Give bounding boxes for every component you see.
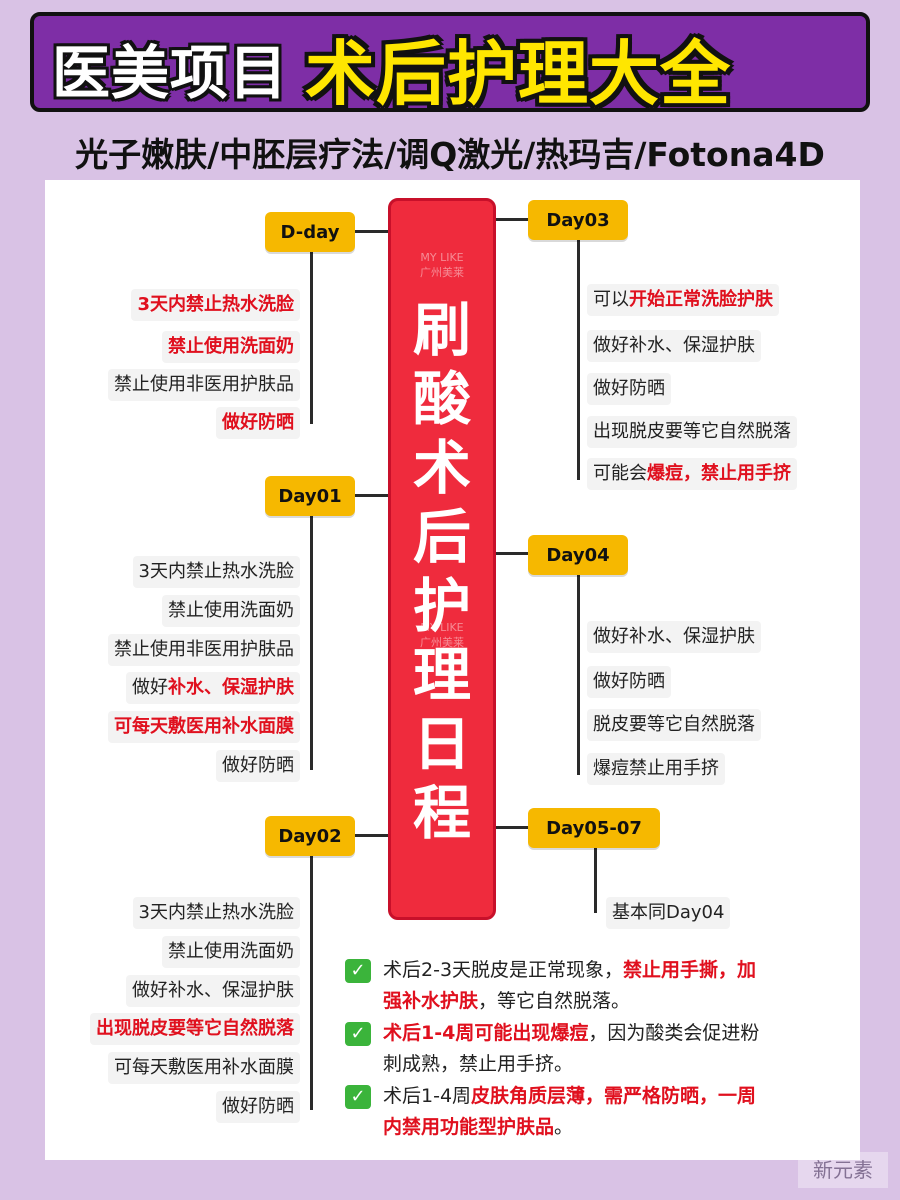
list-item: 出现脱皮要等它自然脱落 bbox=[90, 1013, 300, 1045]
list-item: 可以开始正常洗脸护肤 bbox=[587, 284, 779, 316]
list-item: 可每天敷医用补水面膜 bbox=[108, 1052, 300, 1084]
list-item: 禁止使用非医用护肤品 bbox=[108, 634, 300, 666]
list-item: 3天内禁止热水洗脸 bbox=[132, 556, 300, 588]
list-item: 做好防晒 bbox=[216, 1091, 300, 1123]
tag-day0507: Day05-07 bbox=[528, 808, 660, 848]
list-item: 出现脱皮要等它自然脱落 bbox=[587, 416, 797, 448]
tag-day02: Day02 bbox=[265, 816, 355, 856]
title-banner bbox=[30, 12, 870, 112]
watermark-top: MY LIKE 广州美莱 bbox=[420, 251, 464, 279]
note-item: ✓ 术后2-3天脱皮是正常现象，禁止用手撕，加 强补水护肤，等它自然脱落。 bbox=[345, 955, 845, 1018]
list-item: 做好补水、保湿护肤 bbox=[587, 330, 761, 362]
list-item: 可每天敷医用补水面膜 bbox=[108, 711, 300, 743]
subtitle: 光子嫩肤/中胚层疗法/调Q激光/热玛吉/Fotona4D bbox=[75, 135, 825, 174]
list-item: 3天内禁止热水洗脸 bbox=[132, 897, 300, 929]
list-item: 脱皮要等它自然脱落 bbox=[587, 709, 761, 741]
connector-day02 bbox=[355, 834, 388, 837]
notes-section: ✓ 术后2-3天脱皮是正常现象，禁止用手撕，加 强补水护肤，等它自然脱落。 ✓ … bbox=[345, 955, 845, 1144]
trunk-dday bbox=[310, 252, 313, 424]
tag-dday: D-day bbox=[265, 212, 355, 252]
trunk-day0507 bbox=[594, 848, 597, 913]
list-item: 做好补水、保湿护肤 bbox=[587, 621, 761, 653]
list-item: 做好防晒 bbox=[216, 407, 300, 439]
list-item: 禁止使用洗面奶 bbox=[162, 936, 300, 968]
connector-day01 bbox=[355, 494, 388, 497]
list-item: 做好防晒 bbox=[587, 373, 671, 405]
tag-day04: Day04 bbox=[528, 535, 628, 575]
list-item: 爆痘禁止用手挤 bbox=[587, 753, 725, 785]
tag-day03: Day03 bbox=[528, 200, 628, 240]
list-item: 做好补水、保湿护肤 bbox=[126, 975, 300, 1007]
list-item: 禁止使用洗面奶 bbox=[162, 331, 300, 363]
trunk-day04 bbox=[577, 575, 580, 775]
list-item: 禁止使用洗面奶 bbox=[162, 595, 300, 627]
list-item: 3天内禁止热水洗脸 bbox=[131, 289, 300, 321]
list-item: 做好补水、保湿护肤 bbox=[126, 672, 300, 704]
trunk-day01 bbox=[310, 516, 313, 770]
list-item: 可能会爆痘，禁止用手挤 bbox=[587, 458, 797, 490]
center-title: 刷 酸 术 后 护 理 日 程 bbox=[412, 296, 471, 847]
connector-dday bbox=[355, 230, 388, 233]
list-item: 做好防晒 bbox=[216, 750, 300, 782]
watermark-mid: MY LIKE 广州美莱 bbox=[420, 621, 464, 649]
title-part2: 术后护理大全 bbox=[305, 33, 731, 115]
list-item: 禁止使用非医用护肤品 bbox=[108, 369, 300, 401]
trunk-day02 bbox=[310, 856, 313, 1110]
connector-day03 bbox=[496, 218, 528, 221]
connector-day04 bbox=[496, 552, 528, 555]
tag-day01: Day01 bbox=[265, 476, 355, 516]
check-icon: ✓ bbox=[345, 1085, 371, 1109]
center-title-box: MY LIKE 广州美莱 刷 酸 术 后 护 理 日 程 MY LIKE 广州美… bbox=[388, 198, 496, 920]
check-icon: ✓ bbox=[345, 959, 371, 983]
list-item: 基本同Day04 bbox=[606, 897, 731, 929]
trunk-day03 bbox=[577, 240, 580, 480]
corner-watermark: 新元素 bbox=[798, 1152, 888, 1188]
note-item: ✓ 术后1-4周可能出现爆痘，因为酸类会促进粉 刺成熟，禁止用手挤。 bbox=[345, 1018, 845, 1081]
title-part1: 医美项目 bbox=[52, 39, 289, 107]
list-item: 做好防晒 bbox=[587, 666, 671, 698]
check-icon: ✓ bbox=[345, 1022, 371, 1046]
note-item: ✓ 术后1-4周皮肤角质层薄，需严格防晒，一周 内禁用功能型护肤品。 bbox=[345, 1081, 845, 1144]
connector-day0507 bbox=[496, 826, 528, 829]
